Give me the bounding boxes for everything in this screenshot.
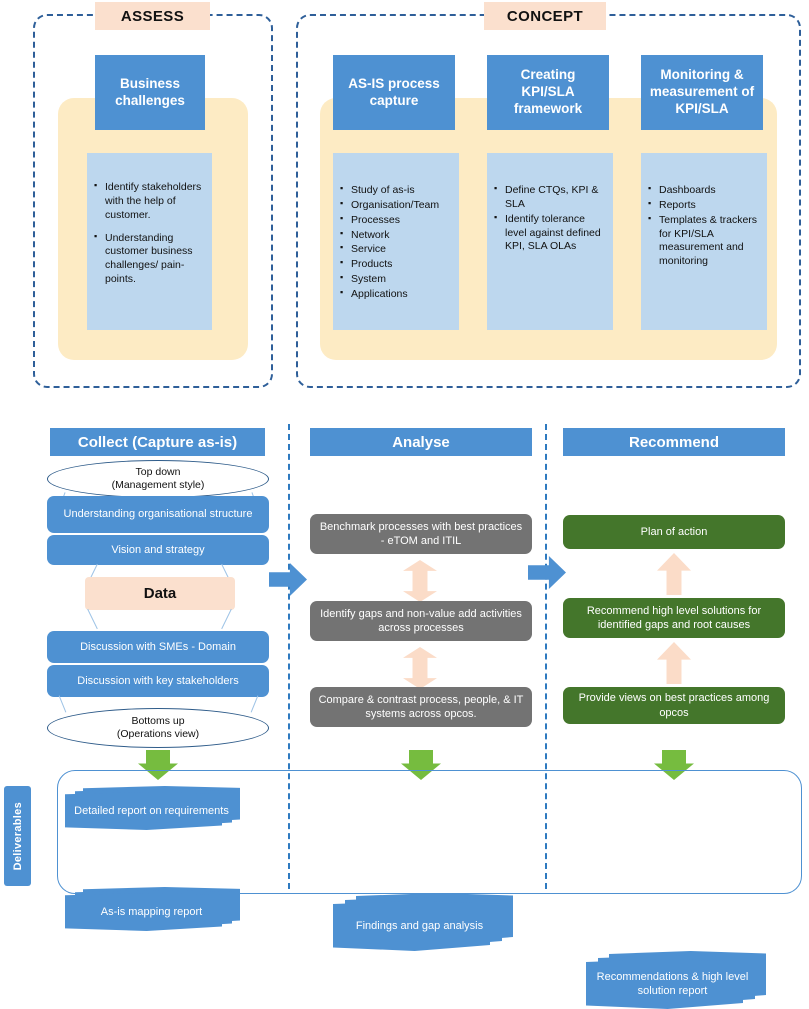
- list-item: Processes: [340, 213, 453, 228]
- analyse-step-1: Benchmark processes with best practices …: [310, 514, 532, 554]
- deliverable-recommendations-report: Recommendations & high level solution re…: [586, 951, 766, 1009]
- concept-card-1-bullets: Study of as-is Organisation/Team Process…: [333, 153, 459, 330]
- stage-arrow-collect-to-analyse-icon: [269, 563, 307, 596]
- collect-data-label: Data: [85, 577, 235, 610]
- green-down-arrow-recommend-icon: [654, 750, 694, 780]
- list-item: Understanding customer business challeng…: [94, 231, 206, 287]
- concept-card-1-heading: AS-IS process capture: [333, 55, 455, 130]
- concept-phase-title: CONCEPT: [484, 2, 606, 30]
- deliverable-label: As-is mapping report: [100, 905, 203, 918]
- green-down-arrow-collect-icon: [138, 750, 178, 780]
- bottoms-up-line-2: (Operations view): [116, 728, 200, 740]
- deliverables-tab-label: Deliverables: [11, 801, 24, 871]
- recommend-step-1: Plan of action: [563, 515, 785, 549]
- deliverable-label: Findings and gap analysis: [355, 919, 484, 932]
- concept-card-2-bullets: Define CTQs, KPI & SLA Identify toleranc…: [487, 153, 613, 330]
- top-down-line-1: Top down: [135, 466, 181, 479]
- list-item: Organisation/Team: [340, 198, 453, 213]
- list-item: Applications: [340, 287, 453, 302]
- list-item: Identify tolerance level against defined…: [494, 212, 607, 255]
- deliverable-findings-gap-analysis: Findings and gap analysis: [333, 893, 513, 951]
- up-arrow-icon-2: [657, 642, 691, 684]
- stage-arrow-analyse-to-recommend-icon: [528, 556, 566, 589]
- deliverable-label: Recommendations & high level solution re…: [596, 970, 749, 997]
- deliverable-as-is-mapping-report: As-is mapping report: [65, 887, 240, 931]
- list-item: Products: [340, 257, 453, 272]
- assess-card-bullets: Identify stakeholders with the help of c…: [87, 153, 212, 330]
- analyse-step-3: Compare & contrast process, people, & IT…: [310, 687, 532, 727]
- list-item: Network: [340, 228, 453, 243]
- collect-step-3: Discussion with SMEs - Domain: [47, 631, 269, 663]
- bottoms-up-line-1: Bottoms up: [131, 715, 185, 728]
- concept-card-2-heading: Creating KPI/SLA framework: [487, 55, 609, 130]
- collect-column-header: Collect (Capture as-is): [50, 428, 265, 456]
- deliverables-tab: Deliverables: [4, 786, 31, 886]
- up-arrow-icon-1: [657, 553, 691, 595]
- recommend-step-2: Recommend high level solutions for ident…: [563, 598, 785, 638]
- list-item: Identify stakeholders with the help of c…: [94, 180, 206, 223]
- top-down-ellipse: Top down (Management style): [47, 460, 269, 498]
- collect-step-2: Vision and strategy: [47, 535, 269, 565]
- list-item: Reports: [648, 198, 761, 213]
- concept-card-3-bullets: Dashboards Reports Templates & trackers …: [641, 153, 767, 330]
- analyse-column-header: Analyse: [310, 428, 532, 456]
- recommend-column-header: Recommend: [563, 428, 785, 456]
- list-item: Dashboards: [648, 183, 761, 198]
- list-item: Service: [340, 242, 453, 257]
- bottoms-up-ellipse: Bottoms up (Operations view): [47, 708, 269, 748]
- connector-line: [87, 608, 98, 630]
- concept-card-3-heading: Monitoring & measurement of KPI/SLA: [641, 55, 763, 130]
- top-down-line-2: (Management style): [111, 479, 205, 491]
- list-item: Templates & trackers for KPI/SLA measure…: [648, 213, 761, 269]
- analyse-step-2: Identify gaps and non-value add activiti…: [310, 601, 532, 641]
- recommend-step-3: Provide views on best practices among op…: [563, 687, 785, 724]
- collect-step-4: Discussion with key stakeholders: [47, 665, 269, 697]
- column-separator-1: [288, 424, 290, 889]
- collect-step-1: Understanding organisational structure: [47, 496, 269, 533]
- deliverable-detailed-report: Detailed report on requirements: [65, 786, 240, 830]
- deliverable-label: Detailed report on requirements: [74, 804, 229, 817]
- list-item: Define CTQs, KPI & SLA: [494, 183, 607, 212]
- connector-line: [250, 695, 259, 713]
- green-down-arrow-analyse-icon: [401, 750, 441, 780]
- updown-arrow-icon-2: [403, 647, 437, 689]
- assess-card-heading: Business challenges: [95, 55, 205, 130]
- list-item: Study of as-is: [340, 183, 453, 198]
- connector-line: [58, 695, 67, 713]
- list-item: System: [340, 272, 453, 287]
- column-separator-2: [545, 424, 547, 889]
- assess-phase-title: ASSESS: [95, 2, 210, 30]
- updown-arrow-icon-1: [403, 560, 437, 602]
- connector-line: [221, 608, 232, 630]
- doc-sheet: [65, 792, 222, 830]
